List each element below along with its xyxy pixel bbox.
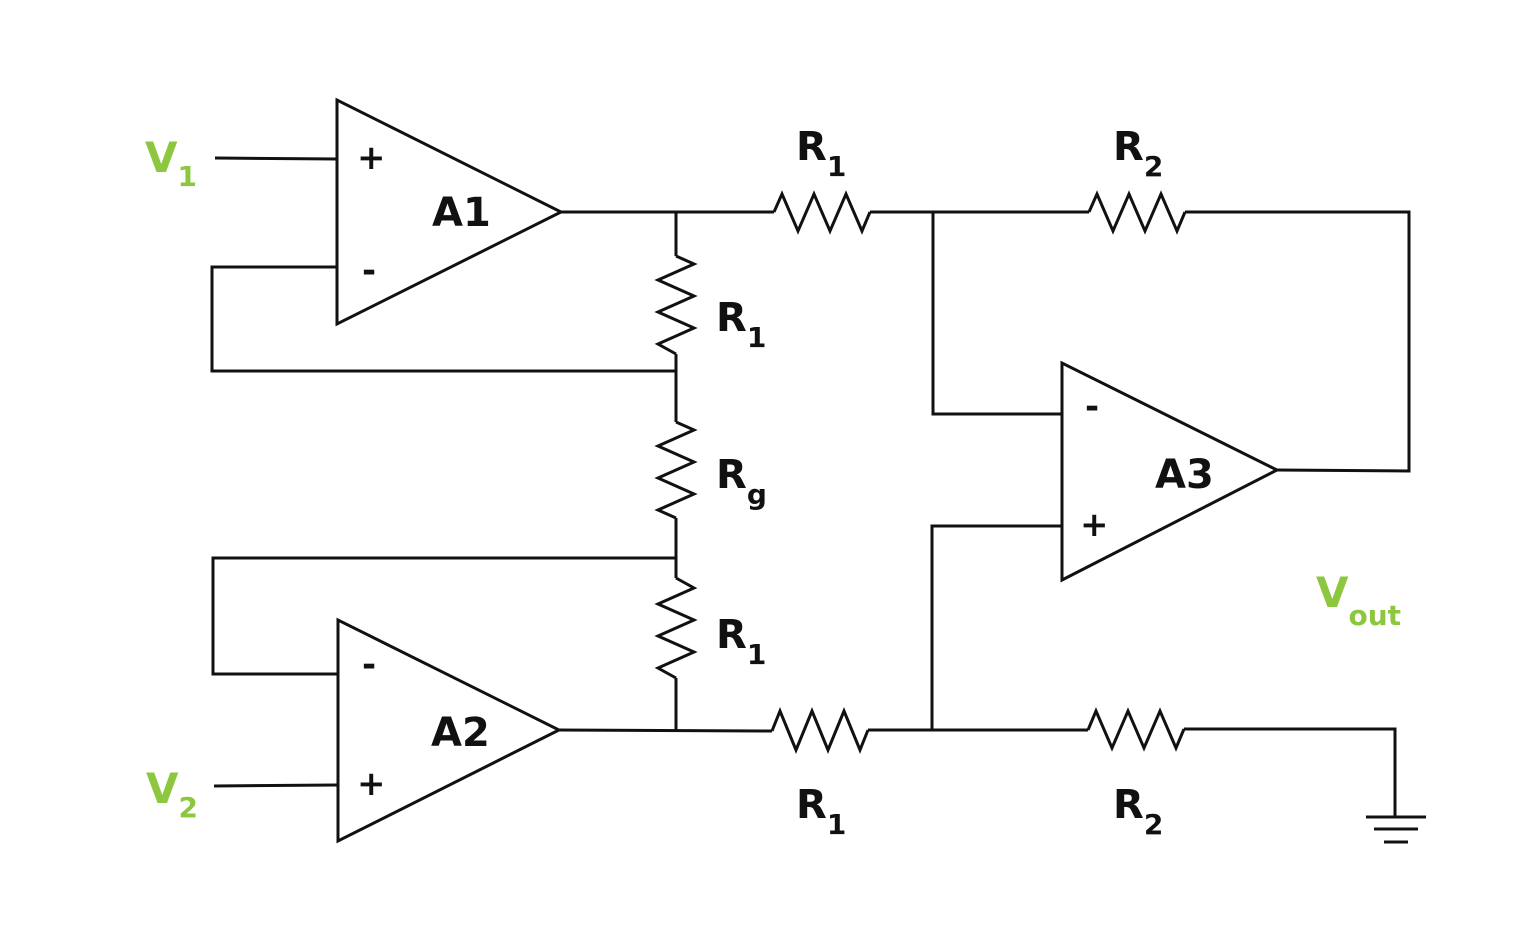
label-vout: Vout <box>1316 568 1401 632</box>
label-r1-bottom-main: R <box>796 782 827 828</box>
label-r1-upper-sub: 1 <box>747 321 766 354</box>
label-r1-upper-vertical: R1 <box>716 295 766 354</box>
label-r1-lower-vertical: R1 <box>716 612 766 671</box>
resistor-rg <box>654 420 698 520</box>
opamp-a3-minus-sign: - <box>1085 387 1099 427</box>
label-rg-sub: g <box>747 478 767 511</box>
label-r2-top-main: R <box>1113 124 1144 170</box>
resistor-r2-top <box>1087 190 1187 235</box>
wire-a1-feedback <box>210 265 676 373</box>
wire-a2-output <box>557 728 773 733</box>
label-r1-bottom-sub: 1 <box>827 808 846 841</box>
label-rg-main: R <box>716 452 747 498</box>
opamp-a3-label: A3 <box>1155 452 1214 498</box>
label-r2-bottom-main: R <box>1113 782 1144 828</box>
wire-a3-minus <box>931 212 1062 416</box>
wire-v1-input <box>214 156 338 161</box>
wire-v2-input <box>213 783 338 788</box>
label-v2-main: V <box>146 764 179 813</box>
resistor-r1-lower-vertical <box>654 576 698 680</box>
wire-a3-plus <box>930 524 1062 730</box>
wire-a2-feedback <box>211 556 676 676</box>
label-v2-sub: 2 <box>179 791 198 824</box>
opamp-a2-plus-sign: + <box>357 764 386 804</box>
label-r1-upper-main: R <box>716 295 747 341</box>
label-r1-bottom: R1 <box>796 782 846 841</box>
label-vout-main: V <box>1316 568 1349 617</box>
opamp-a2-label: A2 <box>431 710 490 756</box>
label-v1-sub: 1 <box>178 160 197 193</box>
opamp-a2-minus-sign: - <box>362 645 376 685</box>
resistor-r2-bottom <box>1086 707 1186 752</box>
label-r2-bottom-sub: 2 <box>1144 808 1163 841</box>
label-r2-top-sub: 2 <box>1144 150 1163 183</box>
wire-a3-feedback <box>1185 210 1411 473</box>
label-r2-bottom: R2 <box>1113 782 1163 841</box>
label-r1-lower-main: R <box>716 612 747 658</box>
wire-to-ground <box>1184 727 1397 817</box>
label-r1-top: R1 <box>796 124 846 183</box>
opamp-a3 <box>1060 360 1281 583</box>
ground-icon <box>1366 815 1426 844</box>
opamp-a1-plus-sign: + <box>357 138 386 178</box>
resistor-r1-bottom <box>770 707 870 754</box>
opamp-a2 <box>336 617 563 844</box>
resistor-r1-top <box>772 190 872 235</box>
opamp-a1 <box>335 97 565 327</box>
label-v1-main: V <box>145 133 178 182</box>
label-v1: V1 <box>145 133 197 193</box>
label-v2: V2 <box>146 764 198 824</box>
label-r1-top-sub: 1 <box>827 150 846 183</box>
opamp-a3-plus-sign: + <box>1080 505 1109 545</box>
label-vout-sub: out <box>1349 599 1402 632</box>
opamp-a1-minus-sign: - <box>362 251 376 291</box>
resistor-r1-upper-vertical <box>654 254 698 356</box>
label-rg: Rg <box>716 452 767 511</box>
opamp-a1-label: A1 <box>432 190 491 236</box>
label-r1-top-main: R <box>796 124 827 170</box>
label-r2-top: R2 <box>1113 124 1163 183</box>
label-r1-lower-sub: 1 <box>747 638 766 671</box>
